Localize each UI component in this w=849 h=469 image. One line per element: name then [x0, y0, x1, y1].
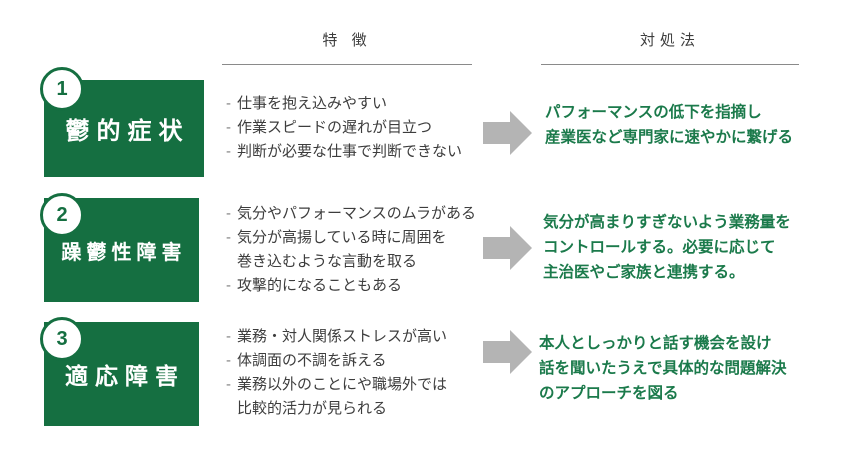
category-box-adjustment: 適応障害 — [44, 322, 199, 426]
number-badge-2: 2 — [40, 193, 84, 237]
feature-item: -気分やパフォーマンスのムラがある — [226, 202, 476, 226]
countermeasures-header-label: 対処法 — [639, 32, 700, 49]
feature-item: -業務・対人関係ストレスが高い — [226, 325, 447, 349]
bullet-dash: - — [226, 328, 231, 345]
feature-item: -業務以外のことにや職場外では — [226, 373, 447, 397]
countermeasure-line: のアプローチを図る — [539, 385, 679, 402]
feature-item: -気分が高揚している時に周囲を — [226, 226, 476, 250]
countermeasure-line: 話を聞いたうえで具体的な問題解決 — [539, 360, 787, 377]
category-title: 鬱的症状 — [65, 118, 190, 145]
countermeasure-text-1: パフォーマンスの低下を指摘し 産業医など専門家に速やかに繋げる — [545, 100, 793, 150]
feature-text: 業務・対人関係ストレスが高い — [237, 328, 448, 345]
bullet-dash: - — [226, 143, 231, 160]
number-badge-1: 1 — [40, 67, 84, 111]
bullet-dash: - — [226, 376, 231, 393]
right-arrow-icon — [483, 224, 533, 272]
bullet-dash: - — [226, 277, 231, 294]
bullet-dash: - — [226, 352, 231, 369]
right-arrow-icon — [483, 328, 533, 376]
bullet-dash: - — [226, 119, 231, 136]
feature-text: 体調面の不調を訴える — [237, 352, 387, 369]
features-list-1: -仕事を抱え込みやすい -作業スピードの遅れが目立つ -判断が必要な仕事で判断で… — [226, 92, 462, 164]
feature-text: 比較的活力が見られる — [237, 400, 388, 417]
feature-text: 作業スピードの遅れが目立つ — [237, 119, 433, 136]
features-list-2: -気分やパフォーマンスのムラがある -気分が高揚している時に周囲を 巻き込むよう… — [226, 202, 476, 298]
countermeasure-text-3: 本人としっかりと話す機会を設け 話を聞いたうえで具体的な問題解決 のアプローチを… — [539, 331, 787, 406]
number-badge-3: 3 — [40, 317, 84, 361]
bullet-dash: - — [226, 229, 231, 246]
countermeasure-line: 気分が高まりすぎないよう業務量を — [543, 214, 791, 231]
features-header-label: 特 徴 — [322, 32, 372, 49]
feature-text: 業務以外のことにや職場外では — [237, 376, 448, 393]
countermeasure-line: パフォーマンスの低下を指摘し — [545, 104, 762, 121]
feature-text: 巻き込むような言動を取る — [237, 253, 418, 270]
feature-item-continuation: 巻き込むような言動を取る — [226, 250, 476, 274]
countermeasures-column-header: 対処法 — [541, 29, 799, 65]
feature-text: 仕事を抱え込みやすい — [237, 95, 388, 112]
features-column-header: 特 徴 — [222, 29, 472, 65]
right-arrow-icon — [483, 109, 533, 157]
category-box-depressive: 鬱的症状 — [44, 80, 204, 177]
bullet-dash: - — [226, 205, 231, 222]
feature-text: 気分やパフォーマンスのムラがある — [237, 205, 476, 222]
feature-item: -体調面の不調を訴える — [226, 349, 447, 373]
category-title: 適応障害 — [65, 363, 185, 389]
badge-number: 2 — [56, 203, 68, 226]
feature-text: 気分が高揚している時に周囲を — [237, 229, 447, 246]
feature-item: -攻撃的になることもある — [226, 274, 476, 298]
badge-number: 1 — [56, 77, 68, 100]
feature-item: -判断が必要な仕事で判断できない — [226, 140, 462, 164]
features-list-3: -業務・対人関係ストレスが高い -体調面の不調を訴える -業務以外のことにや職場… — [226, 325, 447, 421]
category-title: 躁鬱性障害 — [61, 241, 187, 264]
feature-item: -仕事を抱え込みやすい — [226, 92, 462, 116]
countermeasure-line: 主治医やご家族と連携する。 — [543, 264, 745, 281]
feature-item: -作業スピードの遅れが目立つ — [226, 116, 462, 140]
feature-item-continuation: 比較的活力が見られる — [226, 397, 447, 421]
feature-text: 判断が必要な仕事で判断できない — [237, 143, 463, 160]
countermeasure-line: コントロールする。必要に応じて — [543, 239, 776, 256]
badge-number: 3 — [56, 327, 68, 350]
bullet-dash: - — [226, 95, 231, 112]
feature-text: 攻撃的になることもある — [237, 277, 403, 294]
countermeasure-line: 本人としっかりと話す機会を設け — [539, 335, 772, 352]
countermeasure-text-2: 気分が高まりすぎないよう業務量を コントロールする。必要に応じて 主治医やご家族… — [543, 210, 791, 285]
countermeasure-line: 産業医など専門家に速やかに繋げる — [545, 129, 794, 146]
